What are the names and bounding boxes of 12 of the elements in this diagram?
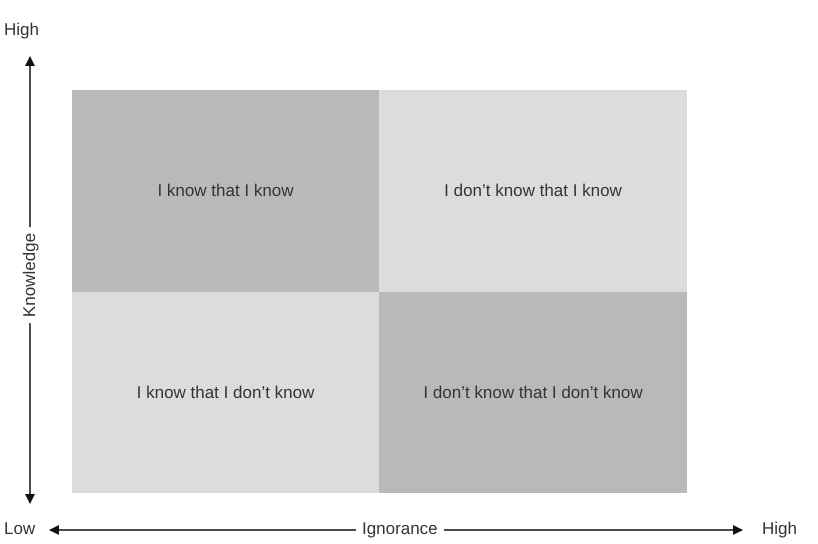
quadrant-cell (72, 292, 379, 493)
axis-end-label: High (762, 519, 797, 539)
axis-title: Ignorance (356, 519, 444, 539)
quadrant-text: I don’t know that I don’t know (423, 382, 643, 402)
quadrant-cell (72, 90, 379, 292)
quadrant-text: I know that I know (157, 181, 294, 201)
quadrant-cell (379, 90, 687, 292)
axis-end-label: High (4, 20, 39, 40)
quadrant-text: I know that I don’t know (136, 382, 314, 402)
axis-title: Knowledge (20, 226, 40, 324)
quadrant-text: I don’t know that I know (444, 181, 622, 201)
quadrant-cell (379, 292, 687, 493)
